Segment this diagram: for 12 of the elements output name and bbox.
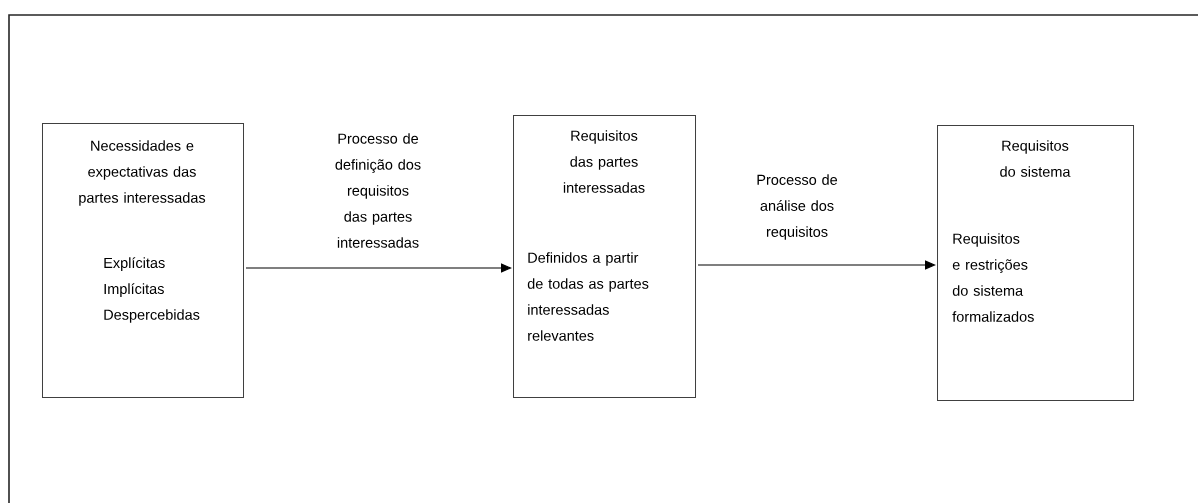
arrow (697, 260, 936, 270)
box-text: Requisitos do sistema (1000, 140, 1071, 177)
edge-label: Processo de análise dos requisitos (757, 174, 838, 240)
box-text: Explícitas (104, 257, 165, 271)
box-text: Implícitas (104, 283, 164, 297)
box-text: Necessidades e expectativas das partes interessadas (79, 140, 206, 206)
box-text: Definidos a partir de todas as partes interessadas relevantes (527, 252, 649, 341)
edge-label: Processo de definição dos requisitos das partes interessadas (335, 133, 421, 248)
box-text: Requisitos e restrições do sistema formalizados (952, 233, 1034, 322)
box-text: Despercebidas (104, 309, 200, 323)
box-text: Requisitos das partes interessadas (563, 130, 645, 193)
arrow (245, 263, 512, 273)
